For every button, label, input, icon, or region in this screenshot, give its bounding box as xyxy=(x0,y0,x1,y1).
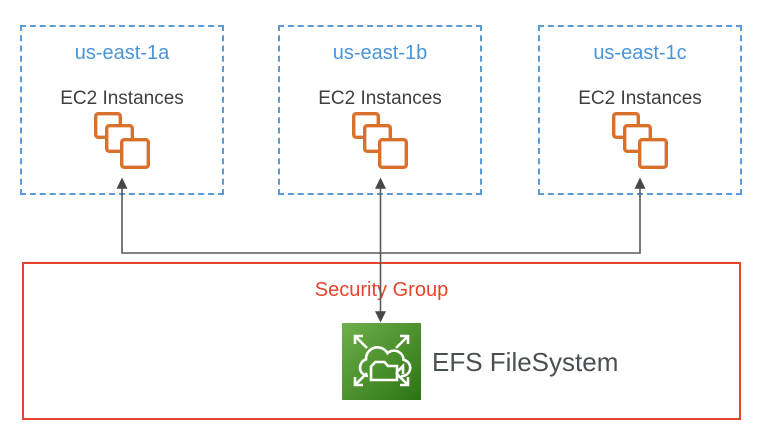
az-label: us-east-1c xyxy=(593,42,687,64)
security-group-box: Security Group xyxy=(22,262,741,420)
az-box-us-east-1b: us-east-1b EC2 Instances xyxy=(278,25,482,195)
ec2-instances-icon xyxy=(93,112,150,170)
efs-filesystem-label: EFS FileSystem xyxy=(432,346,619,377)
ec2-instances-label: EC2 Instances xyxy=(318,88,442,109)
ec2-instances-icon xyxy=(611,112,668,170)
ec2-instances-icon xyxy=(351,112,408,170)
ec2-instances-label: EC2 Instances xyxy=(578,88,702,109)
efs-filesystem: EFS FileSystem xyxy=(342,323,618,400)
az-label: us-east-1a xyxy=(74,42,170,64)
efs-icon xyxy=(342,323,421,400)
ec2-instances-label: EC2 Instances xyxy=(60,88,184,109)
az-box-us-east-1c: us-east-1c EC2 Instances xyxy=(538,25,742,195)
security-group-label: Security Group xyxy=(314,279,449,301)
az-box-us-east-1a: us-east-1a EC2 Instances xyxy=(20,25,224,195)
connector-line-outer xyxy=(121,188,641,254)
az-label: us-east-1b xyxy=(332,42,428,64)
